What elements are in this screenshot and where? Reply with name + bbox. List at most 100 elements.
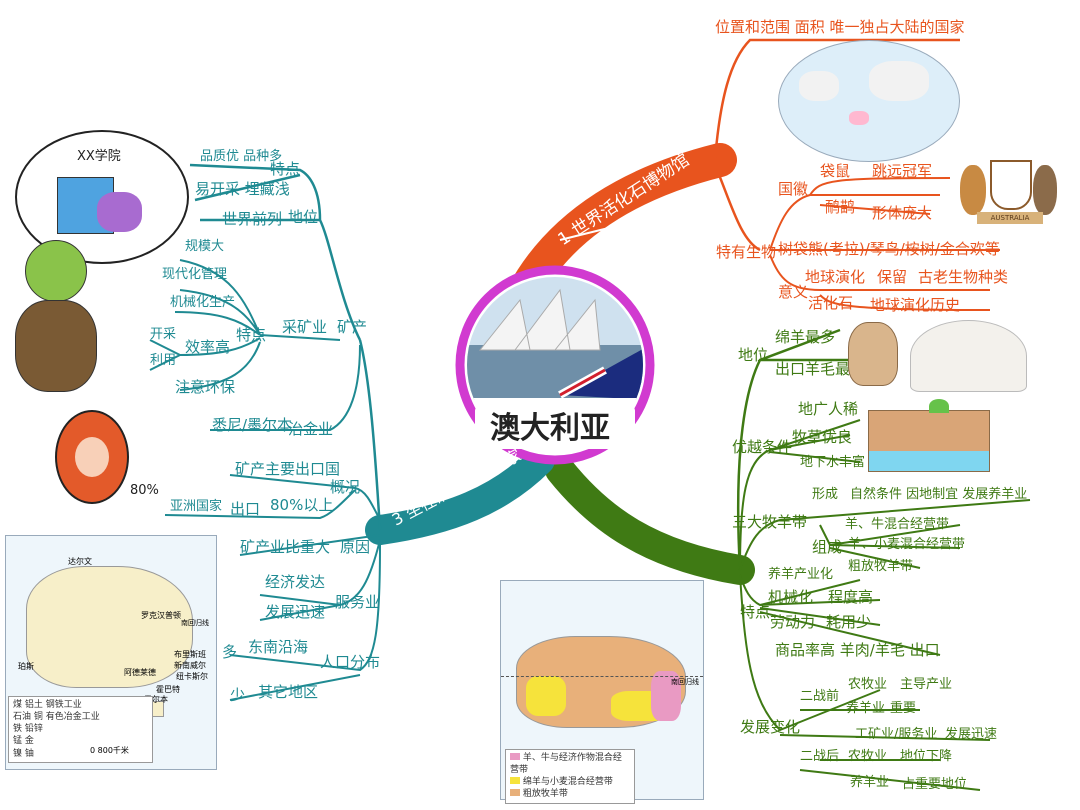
p-1: 规模大 [185, 240, 224, 253]
cond-text: 优越条件 [732, 440, 792, 455]
overview-text: 概况 [330, 480, 360, 495]
city-newcastle: 纽卡斯尔 [176, 673, 208, 681]
features-text: 特点 [236, 328, 266, 343]
city-darwin: 达尔文 [68, 558, 92, 566]
pos-text: 地位 [288, 210, 318, 225]
population-text: 人口分布 [320, 655, 380, 670]
after-1a: 工矿业/服务业 [855, 728, 937, 741]
p-4a: 开采 [150, 328, 176, 341]
tropic-label: 南回归线 [181, 620, 209, 627]
meaning-1b: 保留 [877, 270, 907, 285]
overview-2a: 出口 [230, 502, 260, 517]
belt-3: 粗放牧羊带 [848, 560, 913, 573]
wool-pile-image [910, 320, 1027, 392]
meaning-1c: 古老生物种类 [918, 270, 1008, 285]
before-1a: 农牧业 [848, 678, 887, 691]
cond-2: 牧草优良 [792, 430, 852, 445]
turtle-mascot-image [15, 240, 115, 400]
city-nsw: 新南威尔 [174, 662, 206, 670]
city-adelaide: 阿德莱德 [124, 669, 156, 677]
before-2a: 养羊业 [846, 702, 885, 715]
feat-3b: 耗用少 [826, 615, 871, 630]
form-desc: 自然条件 因地制宜 发展养羊业 [850, 488, 1027, 501]
trait-text: 特点 [270, 162, 300, 177]
before-2b: 重要 [890, 702, 916, 715]
trait-2: 易开采 埋藏浅 [195, 182, 290, 197]
pop-1a: 多 [222, 645, 237, 660]
p-4: 效率高 [185, 340, 230, 355]
emu-text: 鸸鹋 [825, 200, 855, 215]
pos-desc: 世界前列 [222, 212, 282, 227]
minerals-map: 达尔文 罗克汉普顿 南回归线 珀斯 阿德莱德 墨尔本 布里斯班 新南威尔 纽卡斯… [5, 535, 217, 770]
p-5: 注意环保 [175, 380, 235, 395]
meaning-2a: 活化石 [808, 296, 853, 311]
after-2a: 农牧业 [848, 750, 887, 763]
after-text: 二战后 [800, 750, 839, 763]
service-text: 服务业 [335, 595, 380, 610]
meaning-1a: 地球演化 [805, 270, 865, 285]
comp-text: 组成 [812, 540, 842, 555]
reason-desc: 矿产业比重大 [240, 540, 330, 555]
p-3: 机械化生产 [170, 296, 235, 309]
after-1b: 发展迅速 [945, 728, 997, 741]
globe-image [778, 40, 960, 162]
belts-text: 三大牧羊带 [732, 515, 807, 530]
overview-2b: 80%以上 [270, 498, 333, 513]
metal-desc: 悉尼/墨尔本 [212, 418, 292, 433]
sheep-belts-legend: 羊、牛与经济作物混合经营带 绵羊与小麦混合经营带 粗放牧羊带 [505, 749, 635, 804]
emu-desc: 形体庞大 [872, 206, 932, 221]
feat-4: 商品率高 羊肉/羊毛 出口 [775, 643, 940, 658]
cond-3: 地下水丰富 [800, 456, 865, 469]
feat-2a: 机械化 [768, 590, 813, 605]
location-text: 位置和范围 面积 唯一独占大陆的国家 [715, 20, 965, 35]
sheep-belts-map: 南回归线 羊、牛与经济作物混合经营带 绵羊与小麦混合经营带 粗放牧羊带 [500, 580, 704, 800]
map-scale: 0 800千米 [90, 747, 129, 755]
status-1: 绵羊最多 [775, 330, 835, 345]
status-text: 地位 [738, 348, 768, 363]
belt-2: 羊、小麦混合经营带 [848, 538, 965, 551]
map-right-tropic: 南回归线 [671, 679, 699, 686]
industry-text: 采矿业 [282, 320, 327, 335]
city-perth: 珀斯 [18, 663, 34, 671]
overview-1: 矿产主要出口国 [235, 462, 340, 477]
feat-3a: 劳动力 [770, 615, 815, 630]
sheep-mascot-image [848, 322, 898, 386]
mining-text: 矿产 [337, 320, 367, 335]
cond-1: 地广人稀 [798, 402, 858, 417]
trait-1: 品质优 品种多 [200, 150, 282, 163]
dev-text: 发展变化 [740, 720, 800, 735]
meaning-text: 意义 [778, 285, 808, 300]
city-hobart: 霍巴特 [156, 686, 180, 694]
mouth-image [55, 410, 129, 504]
special-text: 特有生物 [716, 245, 776, 260]
before-1b: 主导产业 [900, 678, 952, 691]
feat-2b: 程度高 [828, 590, 873, 605]
city-rockhampton: 罗克汉普顿 [141, 612, 181, 620]
percent-label: 80% [130, 484, 159, 497]
kangaroo-text: 袋鼠 [820, 164, 850, 179]
metal-text: 治金业 [288, 422, 333, 437]
meaning-2b: 地球演化历史 [870, 298, 960, 313]
coat-banner: AUSTRALIA [977, 212, 1043, 224]
before-text: 二战前 [800, 690, 839, 703]
belt-1: 羊、牛混合经营带 [845, 518, 949, 531]
school-label: XX学院 [77, 150, 121, 163]
form-text: 形成 [812, 488, 838, 501]
overview-2c: 亚洲国家 [170, 500, 222, 513]
kangaroo-desc: 跳远冠军 [872, 164, 932, 179]
p-2: 现代化管理 [162, 268, 227, 281]
emblem-text: 国徽 [778, 182, 808, 197]
center-title: 澳大利亚 [490, 414, 610, 444]
service-2: 发展迅速 [265, 605, 325, 620]
feat-text: 特点 [740, 605, 770, 620]
after-2b: 地位下降 [900, 750, 952, 763]
others-text: 树袋熊(考拉)/琴鸟/桉树/金合欢等 [778, 242, 1000, 257]
pop-2a: 少 [230, 688, 245, 703]
p-4b: 利用 [150, 354, 176, 367]
pasture-image [868, 410, 990, 472]
coat-of-arms-image: AUSTRALIA [955, 150, 1065, 230]
city-brisbane: 布里斯班 [174, 651, 206, 659]
pop-2b: 其它地区 [258, 685, 318, 700]
after-3b: 占重要地位 [902, 778, 967, 791]
